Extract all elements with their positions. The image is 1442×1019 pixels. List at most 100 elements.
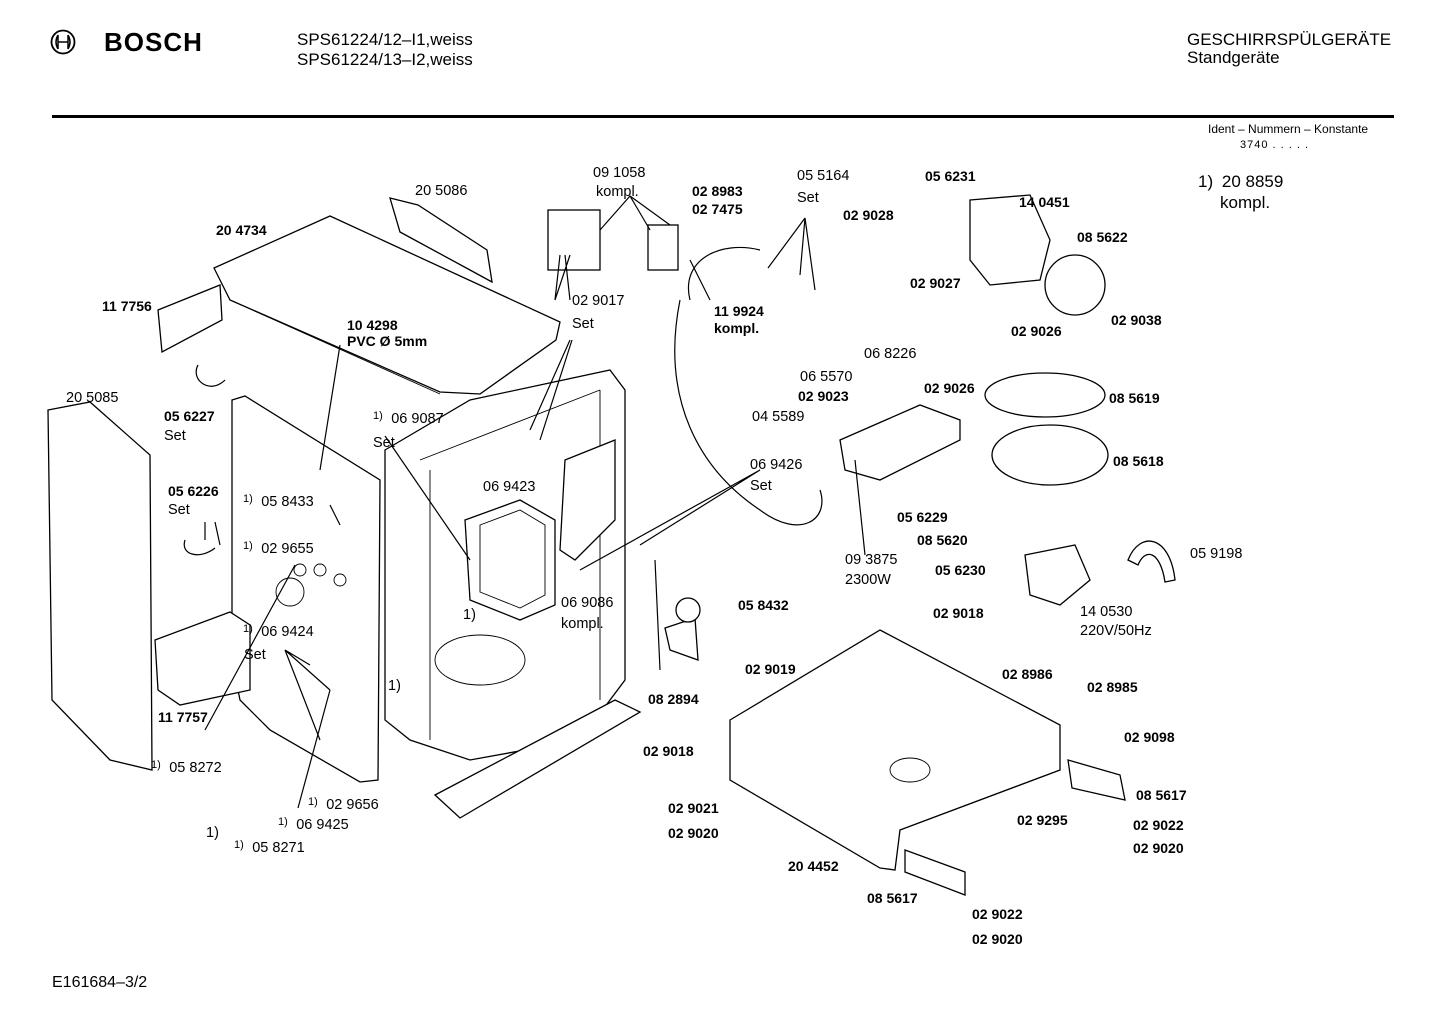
label-05-9198: 05 9198: [1190, 546, 1242, 562]
label-06-9425: 1) 06 9425: [278, 812, 349, 833]
bracket-part: [157, 284, 223, 354]
part-labels: 20 5086 20 4734 11 7756 20 5085 05 6227 …: [66, 165, 1242, 947]
label-kit-marker-3: 1): [388, 678, 401, 694]
line-art: [47, 194, 1176, 896]
worktop-part: [213, 215, 561, 395]
water-softener-part: [547, 209, 601, 271]
inlet-valve-part: [647, 224, 679, 271]
label-06-8226: 06 8226: [864, 346, 916, 362]
label-11-7756: 11 7756: [102, 298, 152, 314]
label-06-9426: 06 9426: [750, 457, 802, 473]
label-05-6227: 05 6227: [164, 408, 215, 424]
label-02-9026: 02 9026: [924, 380, 975, 396]
sump-part: [991, 424, 1109, 486]
brand-name: BOSCH: [104, 27, 203, 57]
circulation-pump-part: [969, 194, 1051, 286]
label-02-9295: 02 9295: [1017, 812, 1068, 828]
label-05-8271: 1) 05 8271: [234, 835, 305, 856]
label-02-9021: 02 9021: [668, 800, 719, 816]
product-subcategory: Standgeräte: [1187, 48, 1280, 67]
label-20-5085: 20 5085: [66, 390, 118, 406]
label-20-5086: 20 5086: [415, 183, 467, 199]
footnote-kit: 1) 20 8859 kompl.: [1198, 171, 1283, 213]
label-02-9020: 02 9020: [1133, 840, 1184, 856]
label-06-9423: 06 9423: [483, 479, 535, 495]
label-02-9038: 02 9038: [1111, 312, 1162, 328]
label-09-1058: 09 1058: [593, 165, 645, 181]
label-02-9018: 02 9018: [933, 605, 984, 621]
door-frame-part: [464, 499, 556, 621]
label-05-6227-set: Set: [164, 428, 186, 444]
label-08-5617-b: 08 5617: [867, 890, 918, 906]
label-08-5619: 08 5619: [1109, 390, 1160, 406]
header-divider: [52, 115, 1394, 118]
label-09-1058-kompl: kompl.: [596, 184, 639, 200]
label-20-4734: 20 4734: [216, 222, 267, 238]
label-06-5570: 06 5570: [800, 369, 852, 385]
label-09-3875: 09 3875: [845, 552, 897, 568]
label-08-5617: 08 5617: [1136, 787, 1187, 803]
pressure-switch-part: [675, 597, 701, 623]
model-number-1: SPS61224/12–I1,weiss: [297, 30, 473, 49]
label-02-9655: 1) 02 9655: [243, 536, 314, 557]
side-panel-part: [47, 401, 153, 771]
label-06-9424-set: Set: [244, 647, 266, 663]
label-05-6230: 05 6230: [935, 562, 986, 578]
label-06-9426-set: Set: [750, 478, 772, 494]
sump-ring-part: [984, 372, 1106, 418]
label-10-4298: 10 4298: [347, 317, 398, 333]
gasket-part: [1127, 540, 1176, 583]
label-05-5164-set: Set: [797, 190, 819, 206]
label-02-9020-c: 02 9020: [972, 931, 1023, 947]
label-04-5589: 04 5589: [752, 409, 804, 425]
heater-part: [839, 404, 961, 481]
label-11-9924: 11 9924: [714, 303, 764, 319]
label-14-0530: 14 0530: [1080, 604, 1132, 620]
hose-part-2: [687, 246, 761, 301]
label-05-8272: 1) 05 8272: [151, 755, 222, 776]
footnote-number: 20 8859: [1221, 172, 1284, 191]
label-kit-marker: 1): [206, 825, 219, 841]
dispenser-part: [559, 439, 616, 561]
label-02-9022-b: 02 9022: [972, 906, 1023, 922]
label-02-9020-b: 02 9020: [668, 825, 719, 841]
label-20-4452: 20 4452: [788, 858, 839, 874]
rear-panel-part: [389, 197, 493, 284]
label-02-8983: 02 8983: [692, 183, 743, 199]
footnote-text: kompl.: [1220, 193, 1271, 212]
label-02-8985: 02 8985: [1087, 679, 1138, 695]
label-11-7757: 11 7757: [158, 709, 208, 725]
label-220v-50hz: 220V/50Hz: [1080, 623, 1152, 639]
label-05-6226: 05 6226: [168, 483, 219, 499]
kickplate-part: [433, 699, 642, 819]
label-02-9098: 02 9098: [1124, 729, 1175, 745]
label-02-9026-b: 02 9026: [1011, 323, 1062, 339]
pump-housing-part: [1044, 254, 1106, 316]
ident-value: 3740 . . . . .: [1240, 139, 1310, 151]
label-02-9656: 1) 02 9656: [308, 792, 379, 813]
foot-rail-part: [904, 849, 966, 896]
label-pvc-5mm: PVC Ø 5mm: [347, 333, 427, 349]
label-08-5620: 08 5620: [917, 532, 968, 548]
label-02-9023: 02 9023: [798, 388, 849, 404]
label-02-9019: 02 9019: [745, 661, 796, 677]
pressure-switch-bracket-part: [664, 617, 699, 661]
label-02-8986: 02 8986: [1002, 666, 1053, 682]
label-05-6226-set: Set: [168, 502, 190, 518]
label-05-5164: 05 5164: [797, 168, 849, 184]
foot-rail-part-2: [1067, 759, 1126, 801]
label-02-9017: 02 9017: [572, 293, 624, 309]
label-02-9027: 02 9027: [910, 275, 961, 291]
label-06-9086-kompl: kompl.: [561, 616, 604, 632]
footnote-marker: 1): [1198, 172, 1214, 191]
base-frame-part: [729, 629, 1061, 871]
label-2300w: 2300W: [845, 572, 891, 588]
label-05-8432: 05 8432: [738, 597, 789, 613]
label-14-0451: 14 0451: [1019, 194, 1070, 210]
label-02-9022: 02 9022: [1133, 817, 1184, 833]
label-06-9086: 06 9086: [561, 595, 613, 611]
insulation-part: [154, 611, 251, 706]
label-05-8433: 1) 05 8433: [243, 489, 314, 510]
label-02-9018-b: 02 9018: [643, 743, 694, 759]
